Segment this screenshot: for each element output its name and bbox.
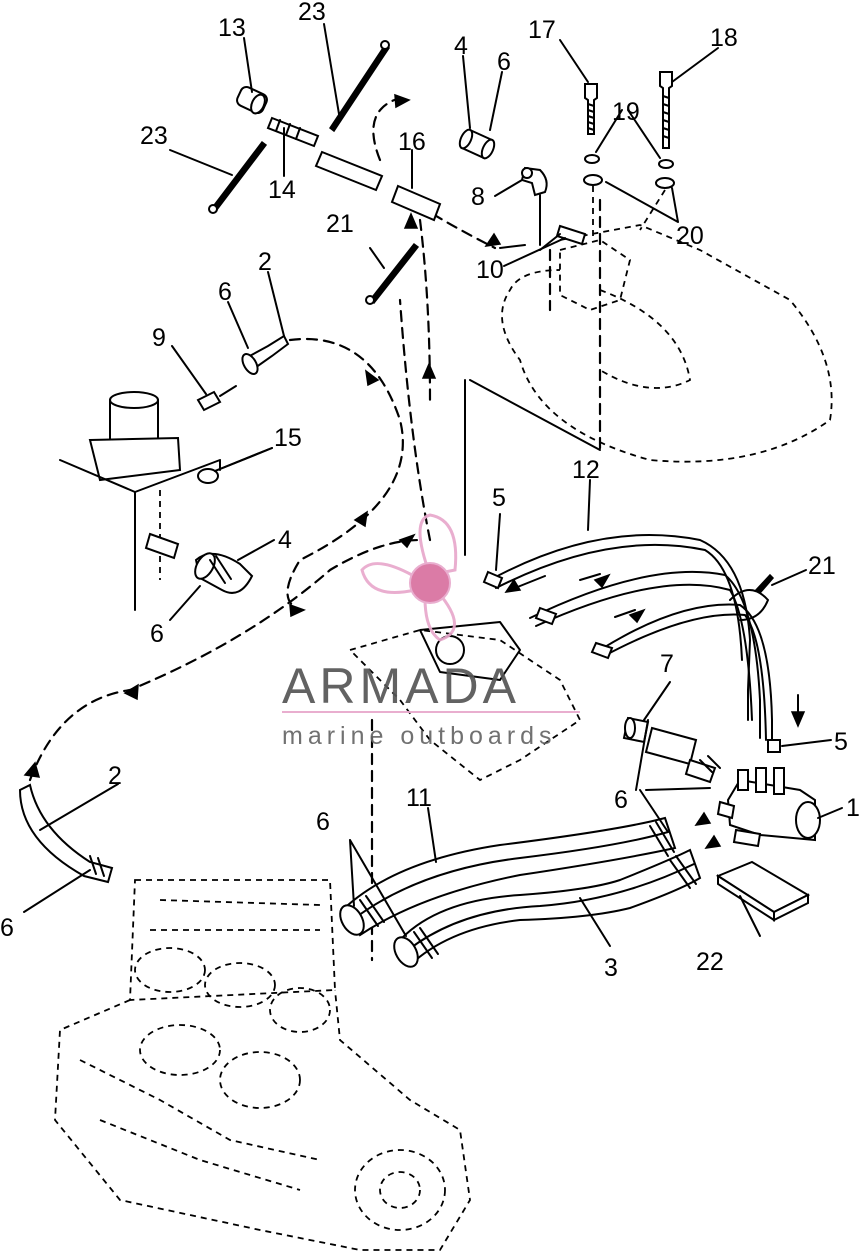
callout-2-bottom: 2 xyxy=(108,762,122,790)
callout-4-mid: 4 xyxy=(278,526,292,554)
callout-6-right: 6 xyxy=(614,786,628,814)
callout-20: 20 xyxy=(676,222,704,250)
flow-arrows xyxy=(23,93,806,849)
middle-left-parts xyxy=(59,334,290,611)
right-parts xyxy=(622,716,821,922)
callout-14: 14 xyxy=(268,176,296,204)
large-hoses xyxy=(18,783,702,968)
callout-21-top: 21 xyxy=(326,210,354,238)
callout-labels: 13 23 23 14 4 6 16 8 10 17 18 19 20 21 2… xyxy=(0,0,860,982)
callout-17: 17 xyxy=(528,16,556,44)
callout-22: 22 xyxy=(696,948,724,976)
center-parts xyxy=(348,379,781,782)
callout-2-top: 2 xyxy=(258,248,272,276)
armada-logo-icon xyxy=(360,513,458,642)
callout-6-top: 6 xyxy=(497,48,511,76)
callout-23-left: 23 xyxy=(140,122,168,150)
top-parts xyxy=(208,40,675,305)
route-vertical-right xyxy=(548,198,602,452)
callout-6-mid: 6 xyxy=(218,278,232,306)
callout-10: 10 xyxy=(476,256,504,284)
engine xyxy=(54,879,471,1251)
pump-inner xyxy=(599,289,691,389)
callout-12: 12 xyxy=(572,456,600,484)
callout-18: 18 xyxy=(710,24,738,52)
callout-1: 1 xyxy=(846,794,860,822)
callout-4-top: 4 xyxy=(454,32,468,60)
callout-6-center: 6 xyxy=(316,808,330,836)
callout-23-top: 23 xyxy=(298,0,326,26)
callout-8: 8 xyxy=(471,183,485,211)
pump-outline xyxy=(501,224,833,463)
flow-routes xyxy=(28,96,833,962)
callout-5-top: 5 xyxy=(492,484,506,512)
route-lower-left xyxy=(28,538,422,782)
callout-3: 3 xyxy=(604,954,618,982)
callout-16: 16 xyxy=(398,128,426,156)
watermark: ARMADA marine outboards xyxy=(282,513,580,750)
callout-15: 15 xyxy=(274,424,302,452)
callout-6-bottom: 6 xyxy=(0,914,14,942)
route-upper-loop xyxy=(372,96,497,542)
callout-21-right: 21 xyxy=(808,552,836,580)
callout-9: 9 xyxy=(152,324,166,352)
callout-7: 7 xyxy=(660,650,674,678)
route-left-loop xyxy=(286,337,404,612)
leader-lines xyxy=(23,23,843,947)
callout-5-right: 5 xyxy=(834,728,848,756)
pump-mount xyxy=(559,239,632,311)
callout-11: 11 xyxy=(406,784,432,812)
callout-13: 13 xyxy=(218,14,246,42)
watermark-brand: ARMADA xyxy=(282,658,520,714)
watermark-tagline: marine outboards xyxy=(282,722,557,750)
callout-6-left: 6 xyxy=(150,620,164,648)
callout-19: 19 xyxy=(612,98,640,126)
